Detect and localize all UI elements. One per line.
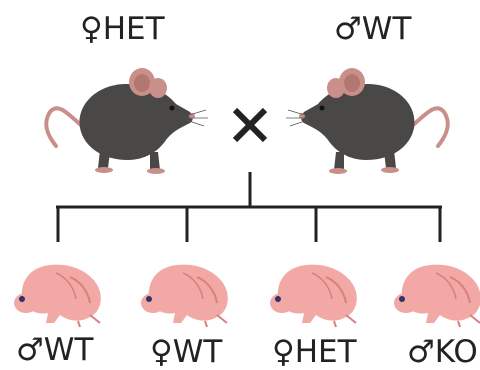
pup-icon-3 (270, 265, 357, 327)
pup-icon-2 (141, 265, 228, 327)
mother-mouse-icon (46, 68, 208, 174)
pup-icon-4 (394, 265, 480, 327)
pedigree-lines (56, 172, 442, 242)
father-mouse-icon (286, 68, 448, 174)
pup-icon-1 (14, 265, 101, 327)
cross-icon (235, 110, 265, 140)
